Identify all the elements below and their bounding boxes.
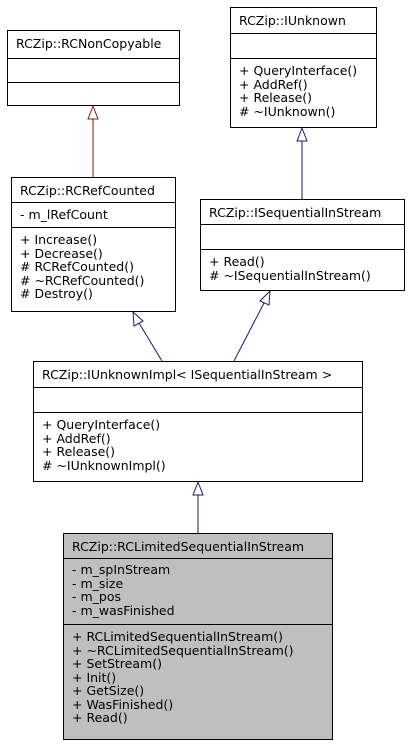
class-rclimitedsequentialinstream[interactable]: RCZip::RCLimitedSequentialInStream - m_s… bbox=[63, 533, 333, 740]
class-name: RCZip::RCNonCopyable bbox=[16, 36, 162, 51]
method: + QueryInterface() bbox=[42, 417, 161, 432]
method-list: + QueryInterface() + AddRef() + Release(… bbox=[42, 418, 166, 472]
method: + Read() bbox=[72, 710, 128, 725]
method: + QueryInterface() bbox=[239, 63, 358, 78]
method: # Destroy() bbox=[20, 286, 93, 301]
method: + Init() bbox=[72, 669, 117, 685]
class-iunknown[interactable]: RCZip::IUnknown + QueryInterface() + Add… bbox=[230, 7, 377, 128]
method: + AddRef() bbox=[239, 76, 308, 92]
attribute: - m_size bbox=[72, 575, 124, 591]
method: # ~ISequentialInStream() bbox=[209, 267, 371, 283]
method: + Increase() bbox=[20, 232, 98, 247]
attribute-list: - m_spInStream - m_size - m_pos - m_wasF… bbox=[72, 563, 175, 617]
class-iunknownimpl[interactable]: RCZip::IUnknownImpl< ISequentialInStream… bbox=[33, 361, 363, 482]
method: # RCRefCounted() bbox=[20, 259, 134, 274]
method: + ~RCLimitedSequentialInStream() bbox=[72, 642, 294, 658]
method: # ~IUnknownImpl() bbox=[42, 457, 166, 473]
attribute: - m_wasFinished bbox=[72, 602, 175, 618]
edge-unknownimpl-seqinstream bbox=[233, 302, 265, 362]
arrowhead-refcounted bbox=[132, 310, 144, 327]
attribute-list: - m_lRefCount bbox=[20, 208, 108, 222]
method: + Read() bbox=[209, 254, 265, 269]
class-name: RCZip::IUnknownImpl< ISequentialInStream… bbox=[42, 367, 333, 382]
method-list: + RCLimitedSequentialInStream() + ~RCLim… bbox=[72, 630, 294, 725]
arrowhead-unknownimpl bbox=[192, 480, 204, 496]
method: # ~IUnknown() bbox=[239, 103, 336, 119]
edge-unknownimpl-refcounted bbox=[138, 322, 163, 362]
method-list: + Read() # ~ISequentialInStream() bbox=[209, 255, 371, 282]
class-name: RCZip::ISequentialInStream bbox=[209, 205, 382, 220]
attribute: - m_spInStream bbox=[72, 562, 171, 577]
class-rcnoncopyable[interactable]: RCZip::RCNonCopyable bbox=[7, 30, 180, 106]
class-isequentialinstream[interactable]: RCZip::ISequentialInStream + Read() # ~I… bbox=[200, 199, 405, 291]
method-list: + Increase() + Decrease() # RCRefCounted… bbox=[20, 233, 144, 301]
method: + Decrease() bbox=[20, 245, 103, 261]
method: + GetSize() bbox=[72, 683, 145, 698]
class-name: RCZip::IUnknown bbox=[239, 13, 346, 28]
arrowhead-iunknown bbox=[296, 126, 308, 142]
method: + AddRef() bbox=[42, 430, 111, 446]
attribute: - m_lRefCount bbox=[20, 207, 108, 222]
class-name: RCZip::RCLimitedSequentialInStream bbox=[72, 539, 305, 554]
method: + Release() bbox=[42, 444, 116, 459]
method: + RCLimitedSequentialInStream() bbox=[72, 629, 284, 644]
method: + Release() bbox=[239, 90, 313, 105]
method-list: + QueryInterface() + AddRef() + Release(… bbox=[239, 64, 357, 118]
attribute: - m_pos bbox=[72, 589, 122, 604]
arrowhead-seqinstream bbox=[259, 289, 271, 306]
arrowhead-noncopyable bbox=[87, 104, 99, 120]
class-rcrefcounted[interactable]: RCZip::RCRefCounted - m_lRefCount + Incr… bbox=[11, 177, 176, 312]
method: + SetStream() bbox=[72, 656, 162, 671]
method: + WasFinished() bbox=[72, 696, 174, 712]
class-name: RCZip::RCRefCounted bbox=[20, 183, 155, 198]
method: # ~RCRefCounted() bbox=[20, 272, 145, 288]
